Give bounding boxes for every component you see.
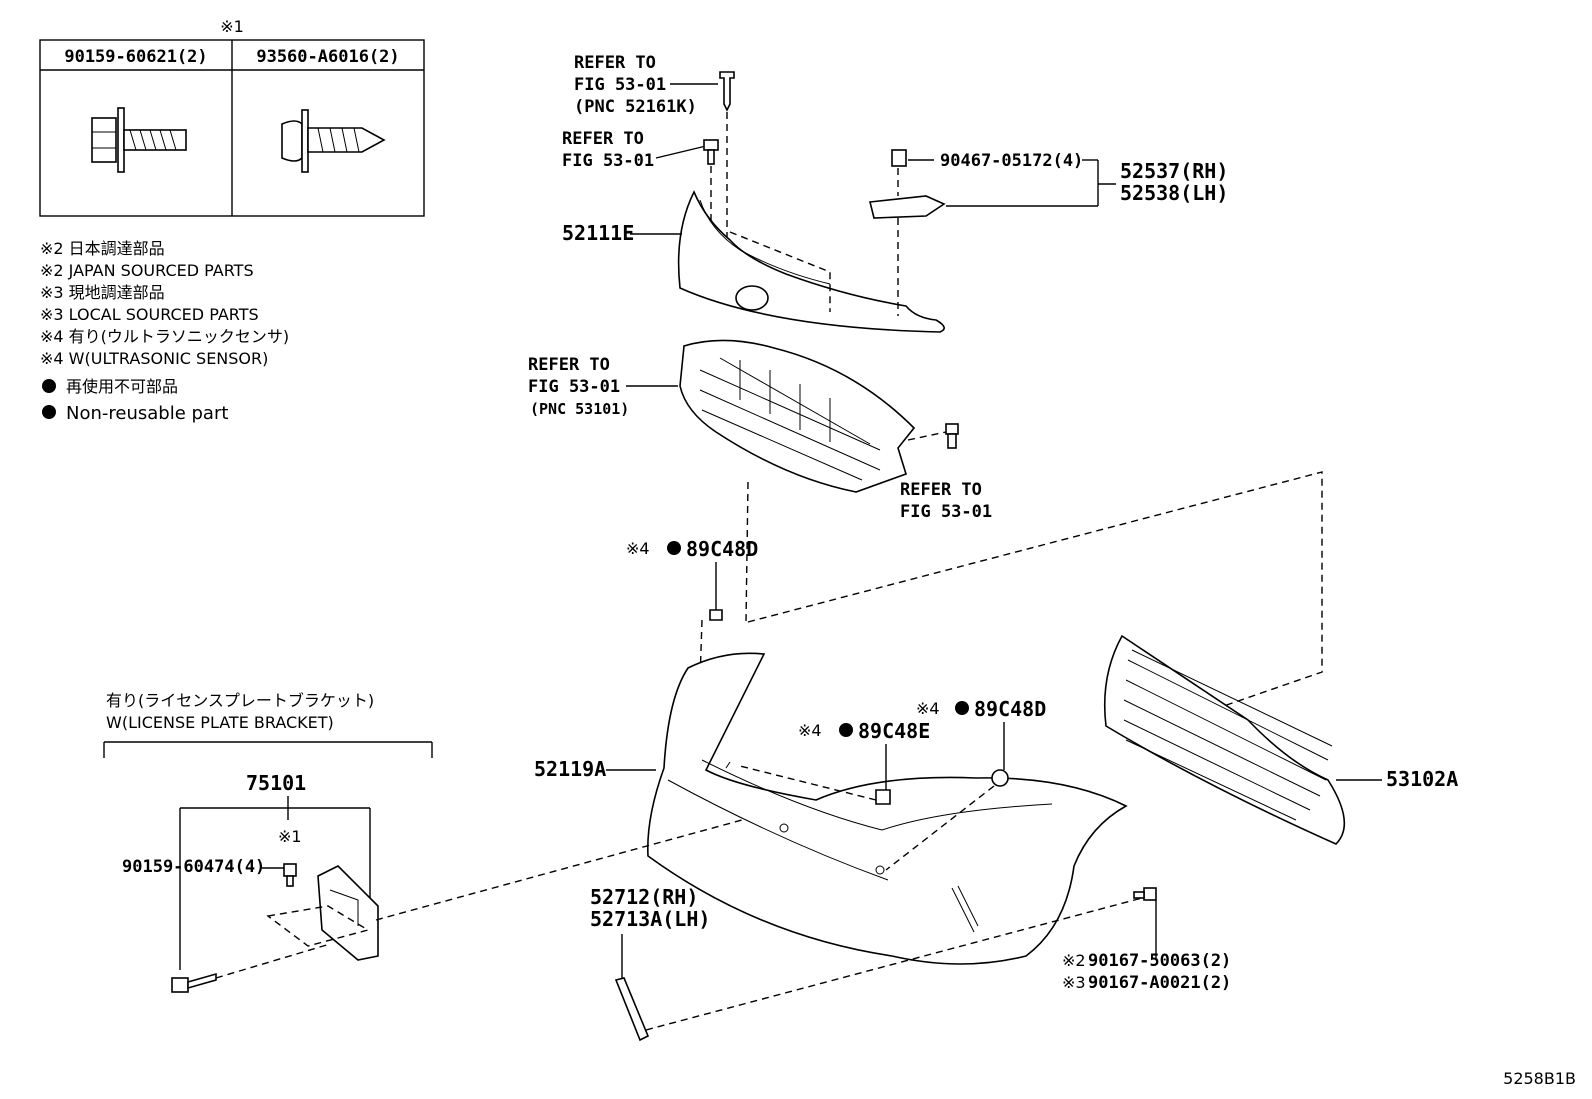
ref-callout-4: REFER TO FIG 53-01 xyxy=(900,480,992,522)
ref3-line-3: (PNC 53101) xyxy=(530,400,629,418)
mark-90167-50063: ※2 xyxy=(1062,951,1086,970)
license-group-en: W(LICENSE PLATE BRACKET) xyxy=(106,713,334,732)
leader-lower-grille xyxy=(747,471,1323,709)
label-89C48D-upper: 89C48D xyxy=(686,537,758,561)
license-plate-group: 有り(ライセンスプレートブラケット) W(LICENSE PLATE BRACK… xyxy=(103,691,743,993)
note-table: ※1 90159-60621(2) 93560-A6016(2) xyxy=(39,17,425,217)
flange-bolt-icon xyxy=(91,107,187,173)
ref2-line-2: FIG 53-01 xyxy=(562,151,654,171)
bracket-bolt-icon xyxy=(283,863,297,887)
push-clip-icon xyxy=(719,71,735,250)
diagram-id: 5258B1B xyxy=(1503,1069,1576,1088)
ref2-line-1: REFER TO xyxy=(562,129,644,149)
mark-90167-A0021: ※3 xyxy=(1062,973,1086,992)
ref1-line-3: (PNC 52161K) xyxy=(574,97,697,117)
legend-line-1: ※2 日本調達部品 xyxy=(40,239,165,258)
license-bracket xyxy=(317,865,379,961)
mark-89c48e: ※4 xyxy=(798,721,822,740)
note-table-header-1: 90159-60621(2) xyxy=(64,47,207,67)
legend-line-5: ※4 有り(ウルトラソニックセンサ) xyxy=(40,327,289,346)
label-52119A: 52119A xyxy=(534,757,606,781)
sensor-bracket-89C48E: ※4 89C48E xyxy=(739,719,930,805)
non-reusable-en: Non-reusable part xyxy=(66,403,228,424)
grille-frame-53101 xyxy=(679,339,916,623)
lower-grille-53102A: 53102A xyxy=(1103,634,1458,845)
label-90167-A0021: 90167-A0021(2) xyxy=(1088,973,1231,993)
non-reusable-bullet-icon xyxy=(667,541,681,555)
legend-line-4: ※3 LOCAL SOURCED PARTS xyxy=(40,305,259,324)
legend-line-2: ※2 JAPAN SOURCED PARTS xyxy=(40,261,254,280)
ref3-line-1: REFER TO xyxy=(528,355,610,375)
label-90167-50063: 90167-50063(2) xyxy=(1088,951,1231,971)
label-89C48D-lower: 89C48D xyxy=(974,697,1046,721)
label-52713A-LH: 52713A(LH) xyxy=(590,907,710,931)
non-reusable-bullet-icon xyxy=(42,405,56,419)
tapping-screw-icon xyxy=(281,109,386,173)
upper-grille-52111E: 52111E xyxy=(562,190,945,333)
label-90467-05172: 90467-05172(4) xyxy=(940,151,1083,171)
non-reusable-bullet-icon xyxy=(42,379,56,393)
label-52538LH: 52538(LH) xyxy=(1120,181,1228,205)
grille-screw-icon xyxy=(907,423,959,449)
legend-line-3: ※3 現地調達部品 xyxy=(40,283,165,302)
ref1-line-2: FIG 53-01 xyxy=(574,75,666,95)
note-table-mark: ※1 xyxy=(220,17,244,36)
sensor-bracket-89C48D-lower: ※4 89C48D xyxy=(885,697,1046,871)
ref-callout-2: REFER TO FIG 53-01 xyxy=(562,129,707,171)
non-reusable-bullet-icon xyxy=(955,701,969,715)
label-52537RH: 52537(RH) xyxy=(1120,159,1228,183)
legend-line-6: ※4 W(ULTRASONIC SENSOR) xyxy=(40,349,268,368)
label-52712RH: 52712(RH) xyxy=(590,885,698,909)
label-75101: 75101 xyxy=(246,771,306,795)
side-bracket-52537: 90467-05172(4) 52537(RH) 52538(LH) xyxy=(869,149,1228,316)
bracket-bottom-bolt-icon xyxy=(171,972,217,993)
mark-89c48d-lower: ※4 xyxy=(916,699,940,718)
ref4-line-1: REFER TO xyxy=(900,480,982,500)
reflector-52712: 52712(RH) 52713A(LH) xyxy=(590,885,1143,1042)
mark-89c48d-upper: ※4 xyxy=(626,539,650,558)
mark-90159-60474: ※1 xyxy=(278,827,302,846)
ref3-line-2: FIG 53-01 xyxy=(528,377,620,397)
non-reusable-bullet-icon xyxy=(839,723,853,737)
note-table-header-2: 93560-A6016(2) xyxy=(256,47,399,67)
license-group-jp: 有り(ライセンスプレートブラケット) xyxy=(106,691,374,710)
label-52111E: 52111E xyxy=(562,221,634,245)
ref4-line-2: FIG 53-01 xyxy=(900,502,992,522)
ref-callout-1: REFER TO FIG 53-01 (PNC 52161K) xyxy=(574,53,718,117)
label-89C48E: 89C48E xyxy=(858,719,930,743)
ref1-line-1: REFER TO xyxy=(574,53,656,73)
label-90159-60474: 90159-60474(4) xyxy=(122,857,265,877)
ref-callout-3: REFER TO FIG 53-01 (PNC 53101) xyxy=(528,355,678,418)
legend: ※2 日本調達部品 ※2 JAPAN SOURCED PARTS ※3 現地調達… xyxy=(40,239,289,424)
screw-90167: ※2 90167-50063(2) ※3 90167-A0021(2) xyxy=(1062,887,1231,993)
bumper-cover-52119A: 52119A xyxy=(534,652,1128,965)
label-53102A: 53102A xyxy=(1386,767,1458,791)
non-reusable-jp: 再使用不可部品 xyxy=(66,377,178,396)
